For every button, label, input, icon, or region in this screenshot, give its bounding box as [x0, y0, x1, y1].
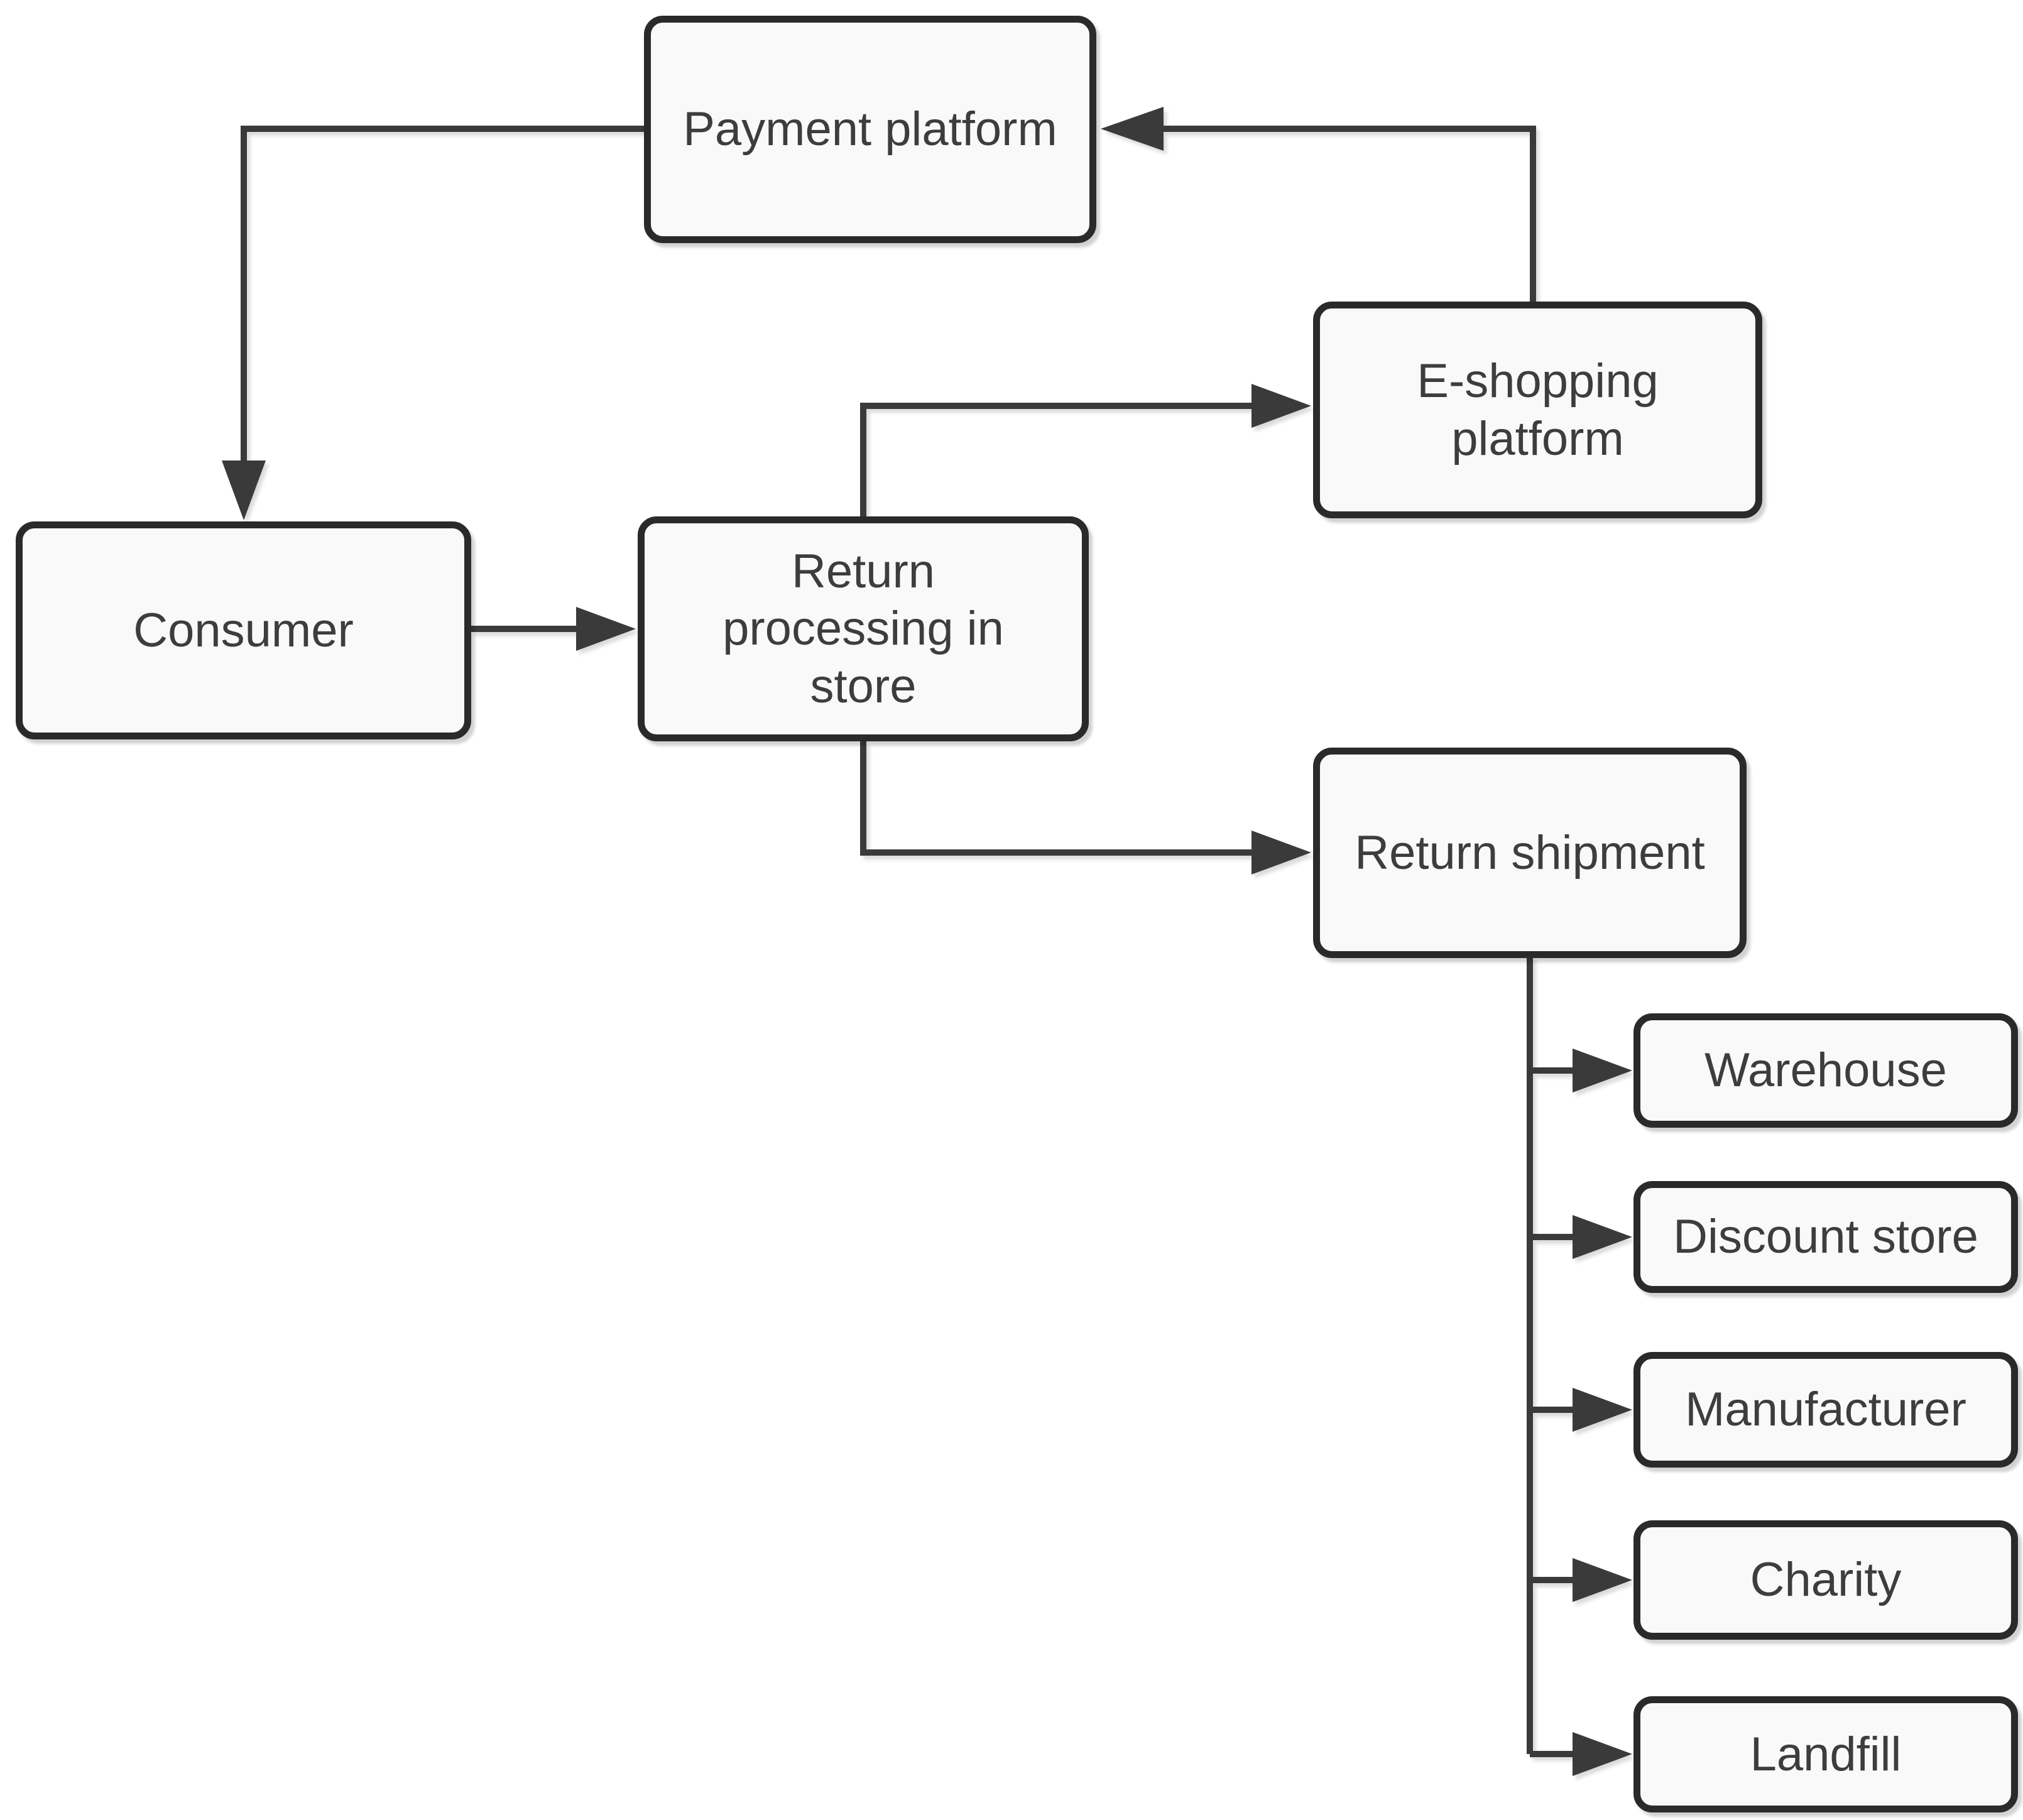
arrowhead-right-icon: [1573, 1049, 1632, 1093]
node-label-landfill: Landfill: [1750, 1727, 1902, 1781]
node-label-consumer: Consumer: [133, 603, 354, 657]
edge-consumer-to-returnprocessing: [471, 607, 636, 651]
node-return-shipment: Return shipment: [1313, 748, 1747, 958]
edge-returnshipment-to-warehouse: [1530, 1049, 1632, 1093]
edge-returnshipment-to-charity: [1530, 1558, 1632, 1602]
node-label-return-shipment: Return shipment: [1355, 826, 1705, 880]
node-label-manufacturer: Manufacturer: [1685, 1383, 1966, 1437]
edge-eshopping-to-payment: [1101, 107, 1536, 303]
node-return-processing-in-store: Return processing in store: [638, 516, 1089, 741]
node-label-return-processing-in-store: Return processing in store: [722, 545, 1004, 713]
edge-returnshipment-to-discountstore: [1530, 1215, 1632, 1259]
arrowhead-down-icon: [222, 460, 266, 520]
node-label-payment-platform: Payment platform: [683, 102, 1057, 156]
node-landfill: Landfill: [1633, 1696, 2018, 1812]
arrowhead-right-icon: [1573, 1388, 1632, 1432]
edge-returnprocessing-to-eshopping: [860, 384, 1311, 516]
arrowhead-right-icon: [1251, 384, 1311, 428]
node-consumer: Consumer: [16, 521, 471, 739]
edge-payment-to-consumer: [222, 126, 644, 520]
node-label-charity: Charity: [1750, 1553, 1902, 1607]
node-e-shopping-platform: E-shopping platform: [1313, 302, 1762, 518]
node-discount-store: Discount store: [1633, 1181, 2018, 1293]
node-manufacturer: Manufacturer: [1633, 1352, 2018, 1468]
arrowhead-right-icon: [1251, 831, 1311, 875]
node-charity: Charity: [1633, 1520, 2018, 1640]
edge-returnshipment-to-landfill: [1530, 1732, 1632, 1776]
node-label-e-shopping-platform: E-shopping platform: [1417, 354, 1659, 466]
edge-returnshipment-to-manufacturer: [1530, 1388, 1632, 1432]
edge-returnprocessing-to-returnshipment: [860, 741, 1311, 875]
node-payment-platform: Payment platform: [644, 16, 1096, 243]
arrowhead-right-icon: [1573, 1215, 1632, 1259]
arrowhead-right-icon: [1573, 1732, 1632, 1776]
node-label-warehouse: Warehouse: [1704, 1044, 1947, 1098]
arrowhead-right-icon: [1573, 1558, 1632, 1602]
arrowhead-left-icon: [1101, 107, 1164, 151]
node-label-discount-store: Discount store: [1673, 1210, 1978, 1264]
node-warehouse: Warehouse: [1633, 1013, 2018, 1128]
arrowhead-right-icon: [576, 607, 636, 651]
